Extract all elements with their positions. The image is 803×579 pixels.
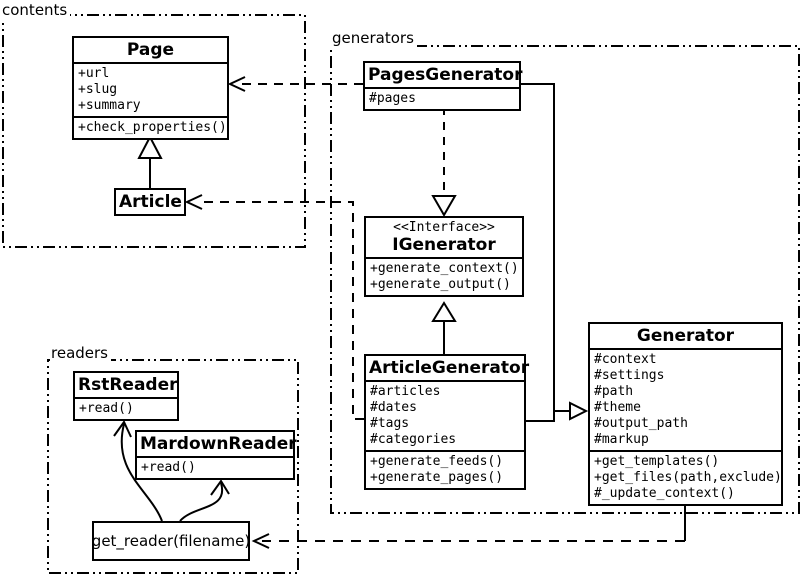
package-label-generators: generators bbox=[331, 29, 417, 47]
generalization-triangle-igenerator bbox=[431, 301, 457, 322]
arrowhead-mardownreader bbox=[210, 479, 230, 496]
attribute: #pages bbox=[369, 91, 416, 106]
class-name: Page bbox=[126, 40, 175, 60]
method: +generate_output() bbox=[370, 277, 511, 292]
class-box-igenerator: <<Interface>> IGenerator +generate_conte… bbox=[364, 216, 524, 297]
get-reader-box: get_reader(filename) bbox=[92, 521, 250, 561]
get-reader-label: get_reader(filename) bbox=[91, 532, 251, 550]
class-box-generator: Generator #context #settings #path #them… bbox=[588, 322, 783, 506]
generators-to-generator-line bbox=[520, 83, 555, 422]
methods-section: +check_properties() bbox=[74, 116, 227, 138]
class-box-rstreader: RstReader +read() bbox=[73, 371, 179, 421]
attributes-section: #context #settings #path #theme #output_… bbox=[590, 348, 781, 450]
generalization-triangle-generator bbox=[569, 401, 589, 421]
attribute: #output_path bbox=[594, 416, 688, 431]
class-box-articlegenerator: ArticleGenerator #articles #dates #tags … bbox=[364, 354, 530, 490]
package-label-readers: readers bbox=[50, 344, 111, 362]
generalization-triangle-page bbox=[137, 134, 163, 159]
class-name: IGenerator bbox=[392, 235, 496, 255]
realization-triangle-igenerator bbox=[431, 195, 457, 217]
methods-section: +read() bbox=[75, 397, 177, 419]
class-name: ArticleGenerator bbox=[369, 358, 530, 378]
attribute: #tags bbox=[370, 416, 410, 431]
method: +generate_feeds() bbox=[370, 454, 504, 469]
method: +generate_pages() bbox=[370, 470, 504, 485]
methods-section: +read() bbox=[137, 456, 293, 478]
attribute: +url bbox=[78, 66, 110, 81]
attribute: +slug bbox=[78, 82, 118, 97]
attribute: #articles bbox=[370, 384, 441, 399]
open-arrowhead-page bbox=[227, 76, 246, 92]
method: +generate_context() bbox=[370, 261, 519, 276]
class-name: Article bbox=[119, 192, 182, 212]
package-label-contents: contents bbox=[1, 1, 71, 19]
method: #_update_context() bbox=[594, 486, 735, 501]
attributes-section: #articles #dates #tags #categories bbox=[366, 380, 524, 450]
attribute: #markup bbox=[594, 432, 649, 447]
method: +get_files(path,exclude) bbox=[594, 470, 782, 485]
class-name: PagesGenerator bbox=[368, 65, 523, 85]
method: +read() bbox=[79, 401, 134, 416]
class-box-page: Page +url +slug +summary +check_properti… bbox=[72, 36, 229, 140]
getreader-to-mardownreader-curve bbox=[179, 482, 224, 522]
class-name: Generator bbox=[636, 326, 735, 346]
articlegenerator-to-article-dashed bbox=[199, 201, 364, 420]
class-box-mardownreader: MardownReader +read() bbox=[135, 430, 297, 480]
attributes-section: #pages bbox=[365, 87, 519, 109]
attribute: #path bbox=[594, 384, 634, 399]
arrowhead-rstreader bbox=[113, 420, 132, 438]
class-name: MardownReader bbox=[140, 434, 297, 454]
method: +get_templates() bbox=[594, 454, 720, 469]
class-name: RstReader bbox=[78, 375, 178, 395]
package-frame-contents bbox=[2, 14, 306, 248]
methods-section: +get_templates() +get_files(path,exclude… bbox=[590, 450, 782, 504]
attribute: #theme bbox=[594, 400, 641, 415]
attribute: +summary bbox=[78, 98, 141, 113]
methods-section: +generate_feeds() +generate_pages() bbox=[366, 450, 524, 488]
attribute: #settings bbox=[594, 368, 665, 383]
package-frame-generators bbox=[330, 45, 800, 514]
class-box-article: Article bbox=[114, 188, 186, 216]
getreader-to-rstreader-curve bbox=[120, 423, 163, 522]
methods-section: +generate_context() +generate_output() bbox=[366, 257, 522, 295]
method: +read() bbox=[141, 460, 196, 475]
package-frame-readers bbox=[47, 359, 299, 574]
stereotype-label: <<Interface>> bbox=[393, 220, 495, 235]
attribute: #categories bbox=[370, 432, 457, 447]
attribute: #context bbox=[594, 352, 657, 367]
method: +check_properties() bbox=[78, 120, 227, 135]
open-arrowhead-article bbox=[184, 194, 203, 210]
attribute: #dates bbox=[370, 400, 417, 415]
attributes-section: +url +slug +summary bbox=[74, 62, 227, 116]
class-box-pagesgenerator: PagesGenerator #pages bbox=[363, 61, 523, 111]
open-arrowhead-getreader bbox=[251, 533, 270, 549]
